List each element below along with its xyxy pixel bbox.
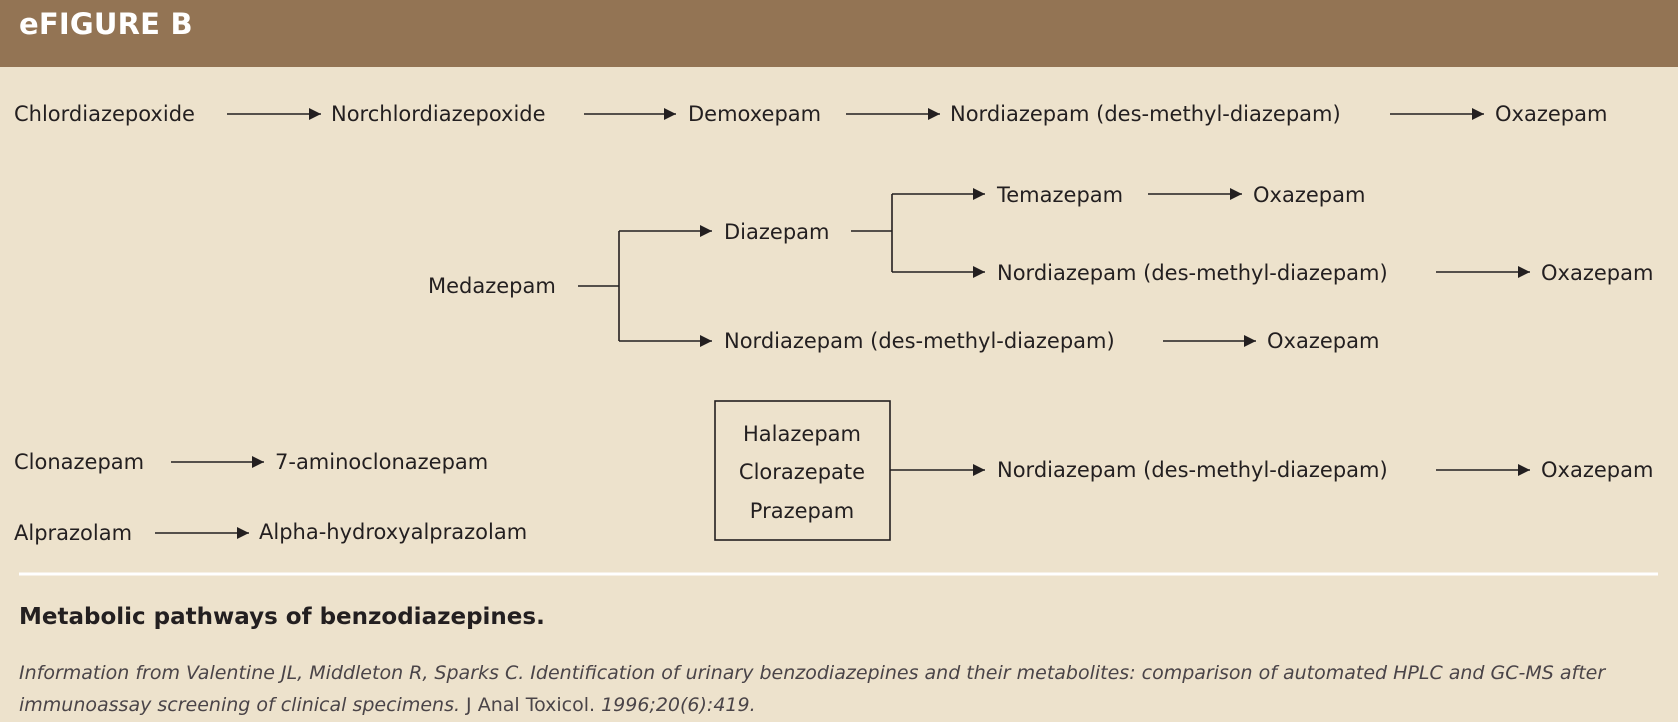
journal-name: J Anal Toxicol. [460, 694, 596, 716]
node-prazepam: Prazepam [750, 499, 854, 523]
node-oxazepam: Oxazepam [1267, 329, 1379, 353]
node-oxazepam: Oxazepam [1253, 183, 1365, 207]
figure-label: eFIGURE B [19, 7, 193, 41]
node-nordiazepam: Nordiazepam (des-methyl-diazepam) [950, 102, 1341, 126]
node-chlordiazepoxide: Chlordiazepoxide [14, 102, 195, 126]
node-temazepam: Temazepam [996, 183, 1123, 207]
node-clorazepate: Clorazepate [739, 460, 865, 484]
node-oxazepam: Oxazepam [1541, 261, 1653, 285]
caption-source: Information from Valentine JL, Middleton… [19, 657, 1669, 721]
node-alprazolam: Alprazolam [14, 521, 132, 545]
node-oxazepam: Oxazepam [1495, 102, 1607, 126]
node-7-aminoclonazepam: 7-aminoclonazepam [275, 450, 488, 474]
node-demoxepam: Demoxepam [688, 102, 821, 126]
node-alpha-hydroxyalprazolam: Alpha-hydroxyalprazolam [259, 520, 527, 544]
node-nordiazepam: Nordiazepam (des-methyl-diazepam) [724, 329, 1115, 353]
node-norchlordiazepoxide: Norchlordiazepoxide [331, 102, 546, 126]
caption-title: Metabolic pathways of benzodiazepines. [19, 604, 545, 630]
node-medazepam: Medazepam [428, 274, 556, 298]
node-clonazepam: Clonazepam [14, 450, 144, 474]
node-halazepam: Halazepam [743, 422, 861, 446]
node-diazepam: Diazepam [724, 220, 829, 244]
node-oxazepam: Oxazepam [1541, 458, 1653, 482]
node-nordiazepam: Nordiazepam (des-methyl-diazepam) [997, 261, 1388, 285]
figure-header: eFIGURE B [0, 0, 1678, 67]
node-nordiazepam: Nordiazepam (des-methyl-diazepam) [997, 458, 1388, 482]
citation: 1996;20(6):419. [595, 694, 756, 716]
source-text: Information from Valentine JL, Middleton… [19, 662, 1606, 716]
